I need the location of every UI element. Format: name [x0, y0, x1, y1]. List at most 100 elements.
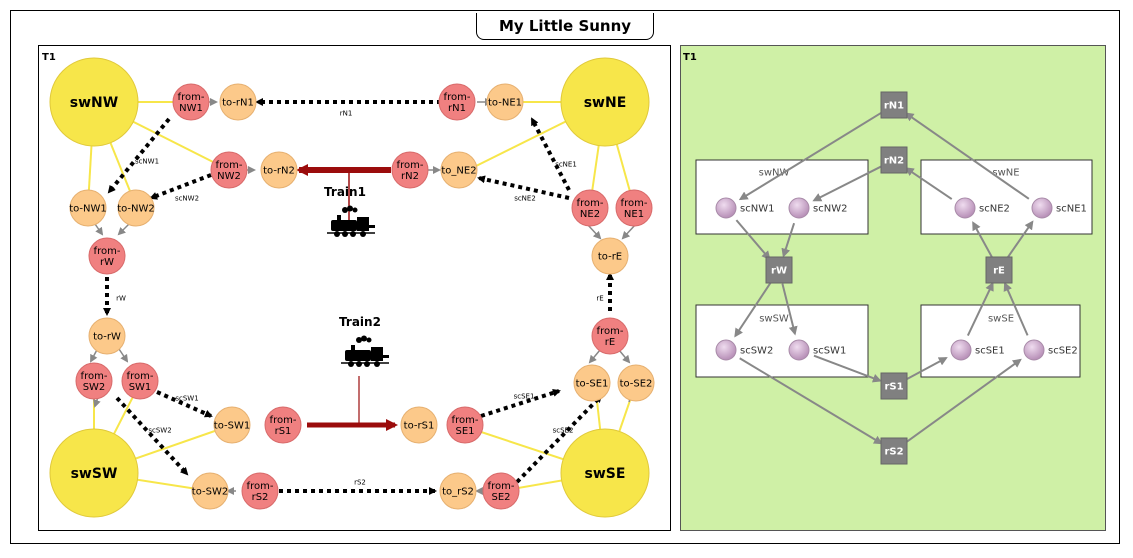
transition-rS1[interactable]: rS1	[880, 372, 908, 400]
transition-rE[interactable]: rE	[985, 256, 1013, 284]
switch-swSW[interactable]: swSW	[49, 428, 139, 518]
route-scSW1	[156, 390, 213, 418]
place-label: to-rS1	[404, 421, 435, 432]
place-fromSE1[interactable]: from-SE1	[446, 406, 484, 444]
place-label: from-rS1	[270, 415, 297, 437]
switch-label: swNW	[70, 95, 118, 111]
arc-scNW1-rW	[735, 219, 771, 261]
place-label: to-SW2	[192, 487, 228, 498]
transition-label: rS2	[884, 447, 903, 458]
place-fromSE2[interactable]: from-SE2	[482, 472, 520, 510]
place-scNW1[interactable]: scNW1	[715, 197, 774, 219]
arc-scNE2-rN2	[904, 167, 953, 200]
place-from_rE[interactable]: from-rE	[591, 317, 629, 355]
place-to_rS2[interactable]: to_rS2	[439, 472, 477, 510]
edge-label-scNW1: scNW1	[135, 157, 159, 165]
place-scNE1[interactable]: scNE1	[1031, 197, 1087, 219]
place-to_rW[interactable]: to-rW	[88, 317, 126, 355]
place-to_NE1[interactable]: to-NE1	[486, 83, 524, 121]
place-scSW2[interactable]: scSW2	[715, 339, 773, 361]
place-to_NE2[interactable]: to_NE2	[440, 151, 478, 189]
train1-label: Train1	[324, 185, 366, 199]
place-scSE2[interactable]: scSE2	[1023, 339, 1078, 361]
switch-swNE[interactable]: swNE	[560, 57, 650, 147]
place-scSW1[interactable]: scSW1	[788, 339, 846, 361]
place-label: to-rW	[93, 332, 121, 343]
place-label: from-NW1	[178, 92, 205, 114]
arc-rE-scNE1	[1006, 220, 1034, 260]
group-label: swSW	[759, 314, 789, 325]
arc-rN2-scNW2	[812, 165, 882, 202]
place-label: from-rN1	[444, 92, 471, 114]
flow-arrow	[618, 349, 631, 364]
place-label: to-NW2	[117, 204, 155, 215]
place-scSE1[interactable]: scSE1	[950, 339, 1005, 361]
arc-scSE2-rE	[1003, 281, 1029, 336]
place-fromNW2[interactable]: from-NW2	[210, 151, 248, 189]
transition-rS2[interactable]: rS2	[880, 437, 908, 465]
place-label: to_rS2	[442, 487, 474, 498]
place-from_rS2[interactable]: from-rS2	[241, 472, 279, 510]
place-fromNW1[interactable]: from-NW1	[172, 83, 210, 121]
place-scNE2[interactable]: scNE2	[954, 197, 1010, 219]
place-label: to_NE2	[441, 166, 476, 177]
place-to_rE[interactable]: to-rE	[591, 237, 629, 275]
place-to_rN1[interactable]: to-rN1	[219, 83, 257, 121]
transition-rN2[interactable]: rN2	[880, 146, 908, 174]
place-fromNE1[interactable]: from-NE1	[615, 189, 653, 227]
place-toSE1[interactable]: to-SE1	[573, 364, 611, 402]
place-from_rS1[interactable]: from-rS1	[264, 406, 302, 444]
place-from_rN1[interactable]: from-rN1	[438, 83, 476, 121]
edge-label-scNW2: scNW2	[175, 194, 199, 202]
place-label: scSW1	[813, 346, 846, 357]
place-fromNE2[interactable]: from-NE2	[571, 189, 609, 227]
place-fromSW1[interactable]: from-SW1	[121, 362, 159, 400]
arc-scSW2-rS2	[739, 357, 883, 445]
place-label: to-NW1	[69, 204, 107, 215]
place-scNW2[interactable]: scNW2	[788, 197, 847, 219]
route-scNE1	[530, 117, 571, 191]
place-to_rS1[interactable]: to-rS1	[400, 406, 438, 444]
transition-rN1[interactable]: rN1	[880, 91, 908, 119]
place-label: scSW2	[740, 346, 773, 357]
train1[interactable]: Train1	[324, 185, 375, 237]
arc-scNE1-rN1	[904, 112, 1030, 200]
track-network-diagram: swNW swNE swSW swSE from-NW1 to-rN1 from-rN1 t…	[49, 57, 655, 518]
place-toNW1[interactable]: to-NW1	[69, 189, 107, 227]
place-from_rN2[interactable]: from-rN2	[391, 151, 429, 189]
switch-label: swSE	[585, 466, 626, 482]
place-toSW1[interactable]: to-SW1	[213, 406, 251, 444]
place-fromSW2[interactable]: from-SW2	[75, 362, 113, 400]
locomotive-icon	[341, 335, 389, 367]
place-label: to-NE1	[488, 98, 522, 109]
place-to_rN2[interactable]: to-rN2	[260, 151, 298, 189]
place-from_rW[interactable]: from-rW	[88, 237, 126, 275]
place-label: from-NE2	[577, 198, 604, 220]
edge-label-scNE2: scNE2	[514, 194, 536, 202]
place-label: from-rS2	[247, 481, 274, 503]
place-label: to-SW1	[214, 421, 250, 432]
arc-rW-scSW1	[781, 283, 798, 336]
transition-rW[interactable]: rW	[765, 256, 793, 284]
switch-swNW[interactable]: swNW	[49, 57, 139, 147]
train2[interactable]: Train2	[339, 315, 389, 367]
edge-label-scSW1: scSW1	[175, 394, 198, 402]
switch-swSE[interactable]: swSE	[560, 428, 650, 518]
place-toNW2[interactable]: to-NW2	[117, 189, 155, 227]
group-swNE: swNE	[920, 159, 1093, 235]
arc-scNW2-rW	[781, 222, 796, 258]
place-label: from-NW2	[216, 160, 243, 182]
edge-label-scSE1: scSE1	[514, 392, 535, 400]
place-label: scNE1	[1056, 204, 1087, 215]
place-toSE2[interactable]: to-SE2	[617, 364, 655, 402]
place-label: from-rN2	[397, 160, 424, 182]
place-label: to-rN2	[263, 166, 295, 177]
place-toSW2[interactable]: to-SW2	[191, 472, 229, 510]
route-scSW2	[115, 396, 189, 476]
place-label: to-rE	[598, 252, 622, 263]
place-label: from-NE1	[621, 198, 648, 220]
route-scSE1	[480, 389, 561, 418]
place-label: scSE1	[975, 346, 1005, 357]
place-label: from-SE1	[452, 415, 479, 437]
